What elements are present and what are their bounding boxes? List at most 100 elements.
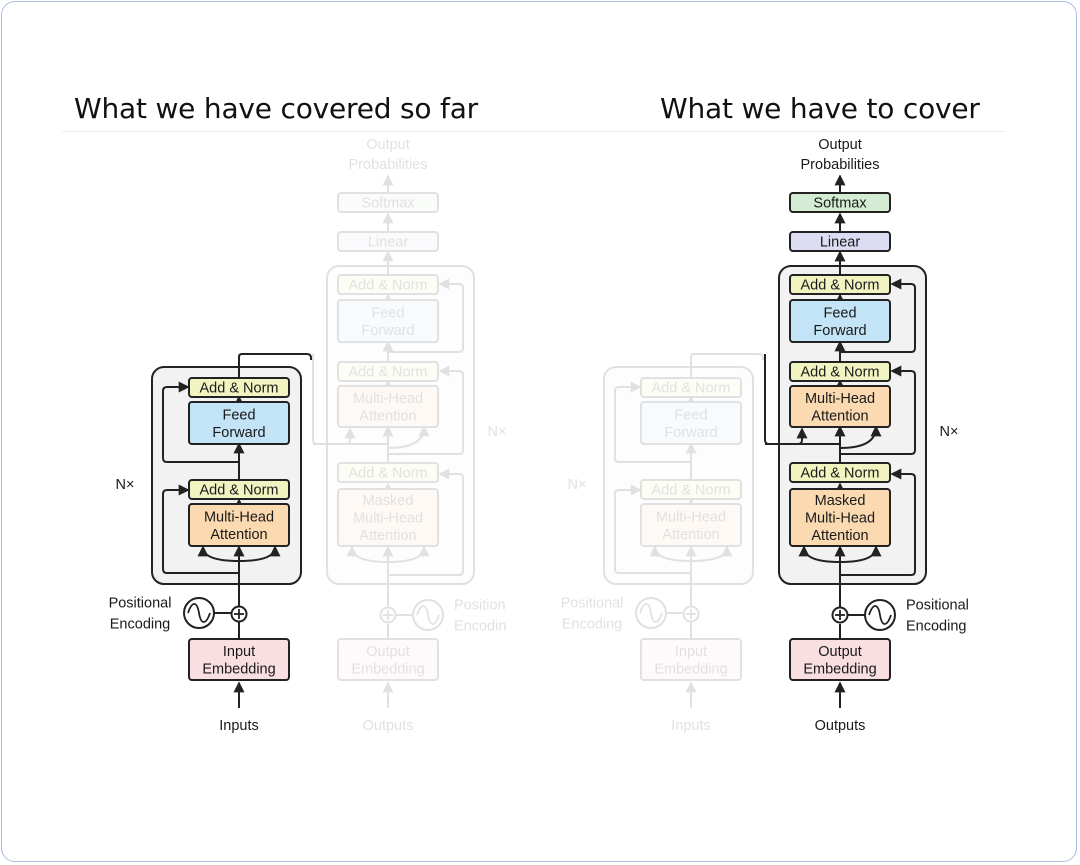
left-dec-memory-k xyxy=(312,354,356,445)
left-dec-softmax: Softmax xyxy=(337,192,439,213)
heading-covered: What we have covered so far xyxy=(74,92,478,125)
left-enc-multi-head-attention-label-line-2: Attention xyxy=(210,527,267,543)
right-enc-output xyxy=(690,353,764,378)
left-dec-multi-head-attention-rect xyxy=(337,385,439,428)
right-dec-repeat-marker: N× xyxy=(940,424,959,440)
left-encoder-stack xyxy=(151,366,302,585)
right-dec-split-v xyxy=(839,545,882,563)
left-dec-residual-1 xyxy=(388,468,464,576)
divider xyxy=(62,131,1006,132)
left-dec-positional-wave-wave xyxy=(416,605,440,625)
right-dec-outputs-label: Outputs xyxy=(815,718,866,734)
left-dec-outputs-label: Outputs xyxy=(363,718,414,734)
left-enc-split-q xyxy=(197,545,240,562)
left-dec-add-norm-bottom-label-line-1: Add & Norm xyxy=(349,466,428,482)
left-dec-output-probabilities-line-1: Output xyxy=(366,137,410,153)
right-enc-add-node-circle xyxy=(682,605,700,623)
right-enc-feed-forward-rect xyxy=(640,401,742,445)
left-dec-output-embedding-label-line-2: Embedding xyxy=(351,661,424,677)
left-dec-add-node xyxy=(379,606,397,624)
left-enc-positional-encoding-line-1: Positional xyxy=(109,596,172,612)
left-enc-feed-forward-rect xyxy=(188,401,290,445)
left-dec-positional-encoding-line-2: Encodin xyxy=(454,619,506,635)
left-enc-positional-wave xyxy=(183,597,215,629)
right-enc-add-norm-top: Add & Norm xyxy=(640,377,742,398)
left-dec-linear: Linear xyxy=(337,231,439,252)
right-dec-linear: Linear xyxy=(789,231,891,252)
left-dec-split-v xyxy=(387,545,430,563)
left-enc-residual-2 xyxy=(162,381,239,463)
left-enc-add-norm-bottom: Add & Norm xyxy=(188,479,290,500)
left-enc-residual-1 xyxy=(162,484,239,574)
right-enc-feed-forward-label-line-1: Feed xyxy=(674,407,707,423)
right-dec-residual-2 xyxy=(840,365,916,455)
left-enc-inputs-label: Inputs xyxy=(219,718,259,734)
right-dec-multi-head-attention-label-line-1: Multi-Head xyxy=(805,391,875,407)
right-enc-positional-encoding-line-1: Positional xyxy=(561,596,624,612)
left-enc-add-norm-top-label-line-1: Add & Norm xyxy=(200,381,279,397)
left-dec-cross-q xyxy=(387,425,430,449)
left-enc-positional-encoding-line-2: Encoding xyxy=(110,617,170,633)
left-enc-add-norm-top: Add & Norm xyxy=(188,377,290,398)
left-dec-feed-forward-rect xyxy=(337,299,439,343)
right-dec-output-embedding-rect xyxy=(789,638,891,681)
left-dec-masked-attention-rect xyxy=(337,488,439,547)
left-dec-masked-attention-label-line-1: Masked xyxy=(363,493,414,509)
right-dec-linear-label-line-1: Linear xyxy=(820,235,860,251)
left-enc-split-v xyxy=(238,545,281,562)
right-dec-masked-attention-label-line-3: Attention xyxy=(811,528,868,544)
right-dec-cross-q xyxy=(839,425,882,449)
right-enc-split-v xyxy=(690,545,733,562)
left-dec-linear-rect xyxy=(337,231,439,252)
left-dec-repeat-marker: N× xyxy=(488,424,507,440)
right-dec-add-norm-top-rect xyxy=(789,274,891,295)
heading-to-cover: What we have to cover xyxy=(660,92,980,125)
right-enc-add-norm-top-rect xyxy=(640,377,742,398)
right-dec-split-q xyxy=(798,545,841,563)
right-encoder-stack xyxy=(603,366,754,585)
right-dec-masked-attention-rect xyxy=(789,488,891,547)
left-dec-output-probabilities-line-2: Probabilities xyxy=(349,157,428,173)
left-enc-multi-head-attention-rect xyxy=(188,503,290,547)
right-enc-residual-2 xyxy=(614,381,691,463)
right-dec-residual-1 xyxy=(840,468,916,576)
right-dec-positional-encoding-line-2: Encoding xyxy=(906,619,966,635)
right-dec-residual-3 xyxy=(840,278,916,353)
left-dec-add-norm-mid: Add & Norm xyxy=(337,361,439,382)
left-enc-add-norm-bottom-label-line-1: Add & Norm xyxy=(200,483,279,499)
right-dec-output-embedding-label-line-2: Embedding xyxy=(803,661,876,677)
left-dec-output-embedding-label-line-1: Output xyxy=(366,644,410,660)
right-dec-add-norm-mid: Add & Norm xyxy=(789,361,891,382)
right-enc-add-norm-bottom: Add & Norm xyxy=(640,479,742,500)
right-enc-positional-wave-circle xyxy=(635,597,667,629)
right-dec-add-norm-bottom-rect xyxy=(789,462,891,483)
right-enc-input-embedding-label-line-2: Embedding xyxy=(654,661,727,677)
right-dec-add-norm-mid-label-line-1: Add & Norm xyxy=(801,365,880,381)
right-dec-feed-forward-label-line-2: Forward xyxy=(813,323,866,339)
right-dec-positional-wave-wave xyxy=(868,605,892,625)
left-dec-add-norm-bottom-rect xyxy=(337,462,439,483)
right-dec-masked-attention-label-line-1: Masked xyxy=(815,493,866,509)
right-dec-add-norm-top-label-line-1: Add & Norm xyxy=(801,278,880,294)
right-dec-positional-encoding-line-1: Positional xyxy=(906,598,969,614)
right-enc-positional-wave xyxy=(635,597,667,629)
right-dec-output-probabilities-line-1: Output xyxy=(818,137,862,153)
left-enc-input-embedding-rect xyxy=(188,638,290,681)
right-enc-input-embedding-rect xyxy=(640,638,742,681)
right-enc-split-q xyxy=(649,545,692,562)
right-dec-feed-forward-label-line-1: Feed xyxy=(823,305,856,321)
left-dec-feed-forward-label-line-2: Forward xyxy=(361,323,414,339)
right-dec-multi-head-attention-label-line-2: Attention xyxy=(811,408,868,424)
